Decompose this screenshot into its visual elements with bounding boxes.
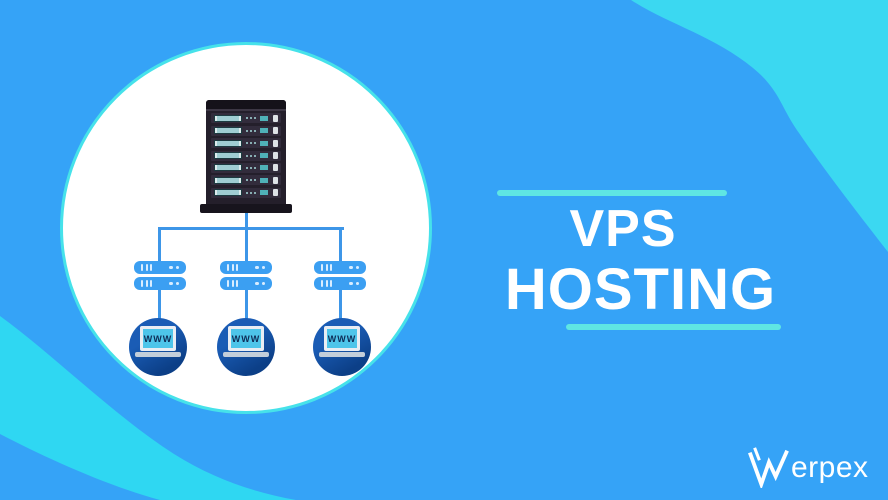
unit-led-dots [246,154,256,157]
page-title-line2: HOSTING [504,257,777,322]
server-vent-bars [141,280,152,287]
server-vent-bars [321,264,332,271]
unit-endcap [273,114,278,122]
laptop-icon: WWW [228,326,264,351]
client-terminal-3: WWW [313,318,371,376]
server-led-dots [169,265,179,270]
vps-server-icon [314,261,366,274]
rack-unit [211,125,281,136]
unit-panel [214,139,242,147]
laptop-icon: WWW [324,326,360,351]
server-led-dots [255,281,265,286]
vps-node-group-3 [314,261,366,290]
unit-led-dots [246,179,256,182]
unit-led-dots [246,191,256,194]
connector-rack-drop [245,213,248,229]
unit-endcap [273,189,278,197]
vps-node-group-1 [134,261,186,290]
unit-led-dots [246,166,256,169]
server-led-dots [255,265,265,270]
unit-chip [260,165,268,171]
server-vent-bars [141,264,152,271]
unit-led-dots [246,142,256,145]
unit-endcap [273,139,278,147]
connector-node-drop [158,227,161,262]
server-vent-bars [321,280,332,287]
rack-base [200,204,292,213]
rack-unit [211,113,281,124]
vps-server-icon [220,261,272,274]
brand-wordmark: erpex [791,451,869,484]
connector-node-drop [339,227,342,262]
laptop-base [223,352,269,357]
vps-server-icon [134,277,186,290]
unit-chip [260,128,268,134]
unit-chip [260,140,268,146]
unit-panel [214,164,242,172]
vps-node-group-2 [220,261,272,290]
laptop-base [319,352,365,357]
unit-endcap [273,164,278,172]
unit-endcap [273,176,278,184]
vps-server-icon [220,277,272,290]
unit-chip [260,115,268,121]
unit-panel [214,152,242,160]
www-screen: WWW [327,329,357,348]
unit-panel [214,189,242,197]
connector-client-drop [245,290,248,319]
page-title-line1: VPS [569,200,677,258]
title-accent-top [497,190,727,196]
unit-endcap [273,152,278,160]
rack-unit [211,187,281,198]
vps-server-icon [134,261,186,274]
unit-endcap [273,127,278,135]
client-terminal-1: WWW [129,318,187,376]
rack-unit [211,150,281,161]
connector-node-drop [245,227,248,262]
rack-unit [211,138,281,149]
verpex-v-mark-icon [748,447,789,488]
connector-client-drop [339,290,342,319]
verpex-logo: erpex [746,444,869,488]
server-vent-bars [227,264,238,271]
unit-panel [214,114,242,122]
title-accent-bottom [566,324,781,330]
unit-chip [260,177,268,183]
server-rack-icon [206,100,286,204]
unit-chip [260,153,268,159]
unit-panel [214,127,242,135]
server-led-dots [349,281,359,286]
unit-led-dots [246,129,256,132]
laptop-icon: WWW [140,326,176,351]
connector-horizontal [158,227,344,230]
ribbon-bottom-left-shape [0,316,296,500]
unit-led-dots [246,117,256,120]
unit-chip [260,190,268,196]
connector-client-drop [158,290,161,319]
laptop-base [135,352,181,357]
rack-unit [211,175,281,186]
rack-unit [211,162,281,173]
rack-top-cap [206,100,286,111]
www-screen: WWW [143,329,173,348]
wave-top-right-shape [631,0,888,252]
server-led-dots [349,265,359,270]
server-led-dots [169,281,179,286]
vps-server-icon [314,277,366,290]
server-vent-bars [227,280,238,287]
www-screen: WWW [231,329,261,348]
unit-panel [214,176,242,184]
client-terminal-2: WWW [217,318,275,376]
